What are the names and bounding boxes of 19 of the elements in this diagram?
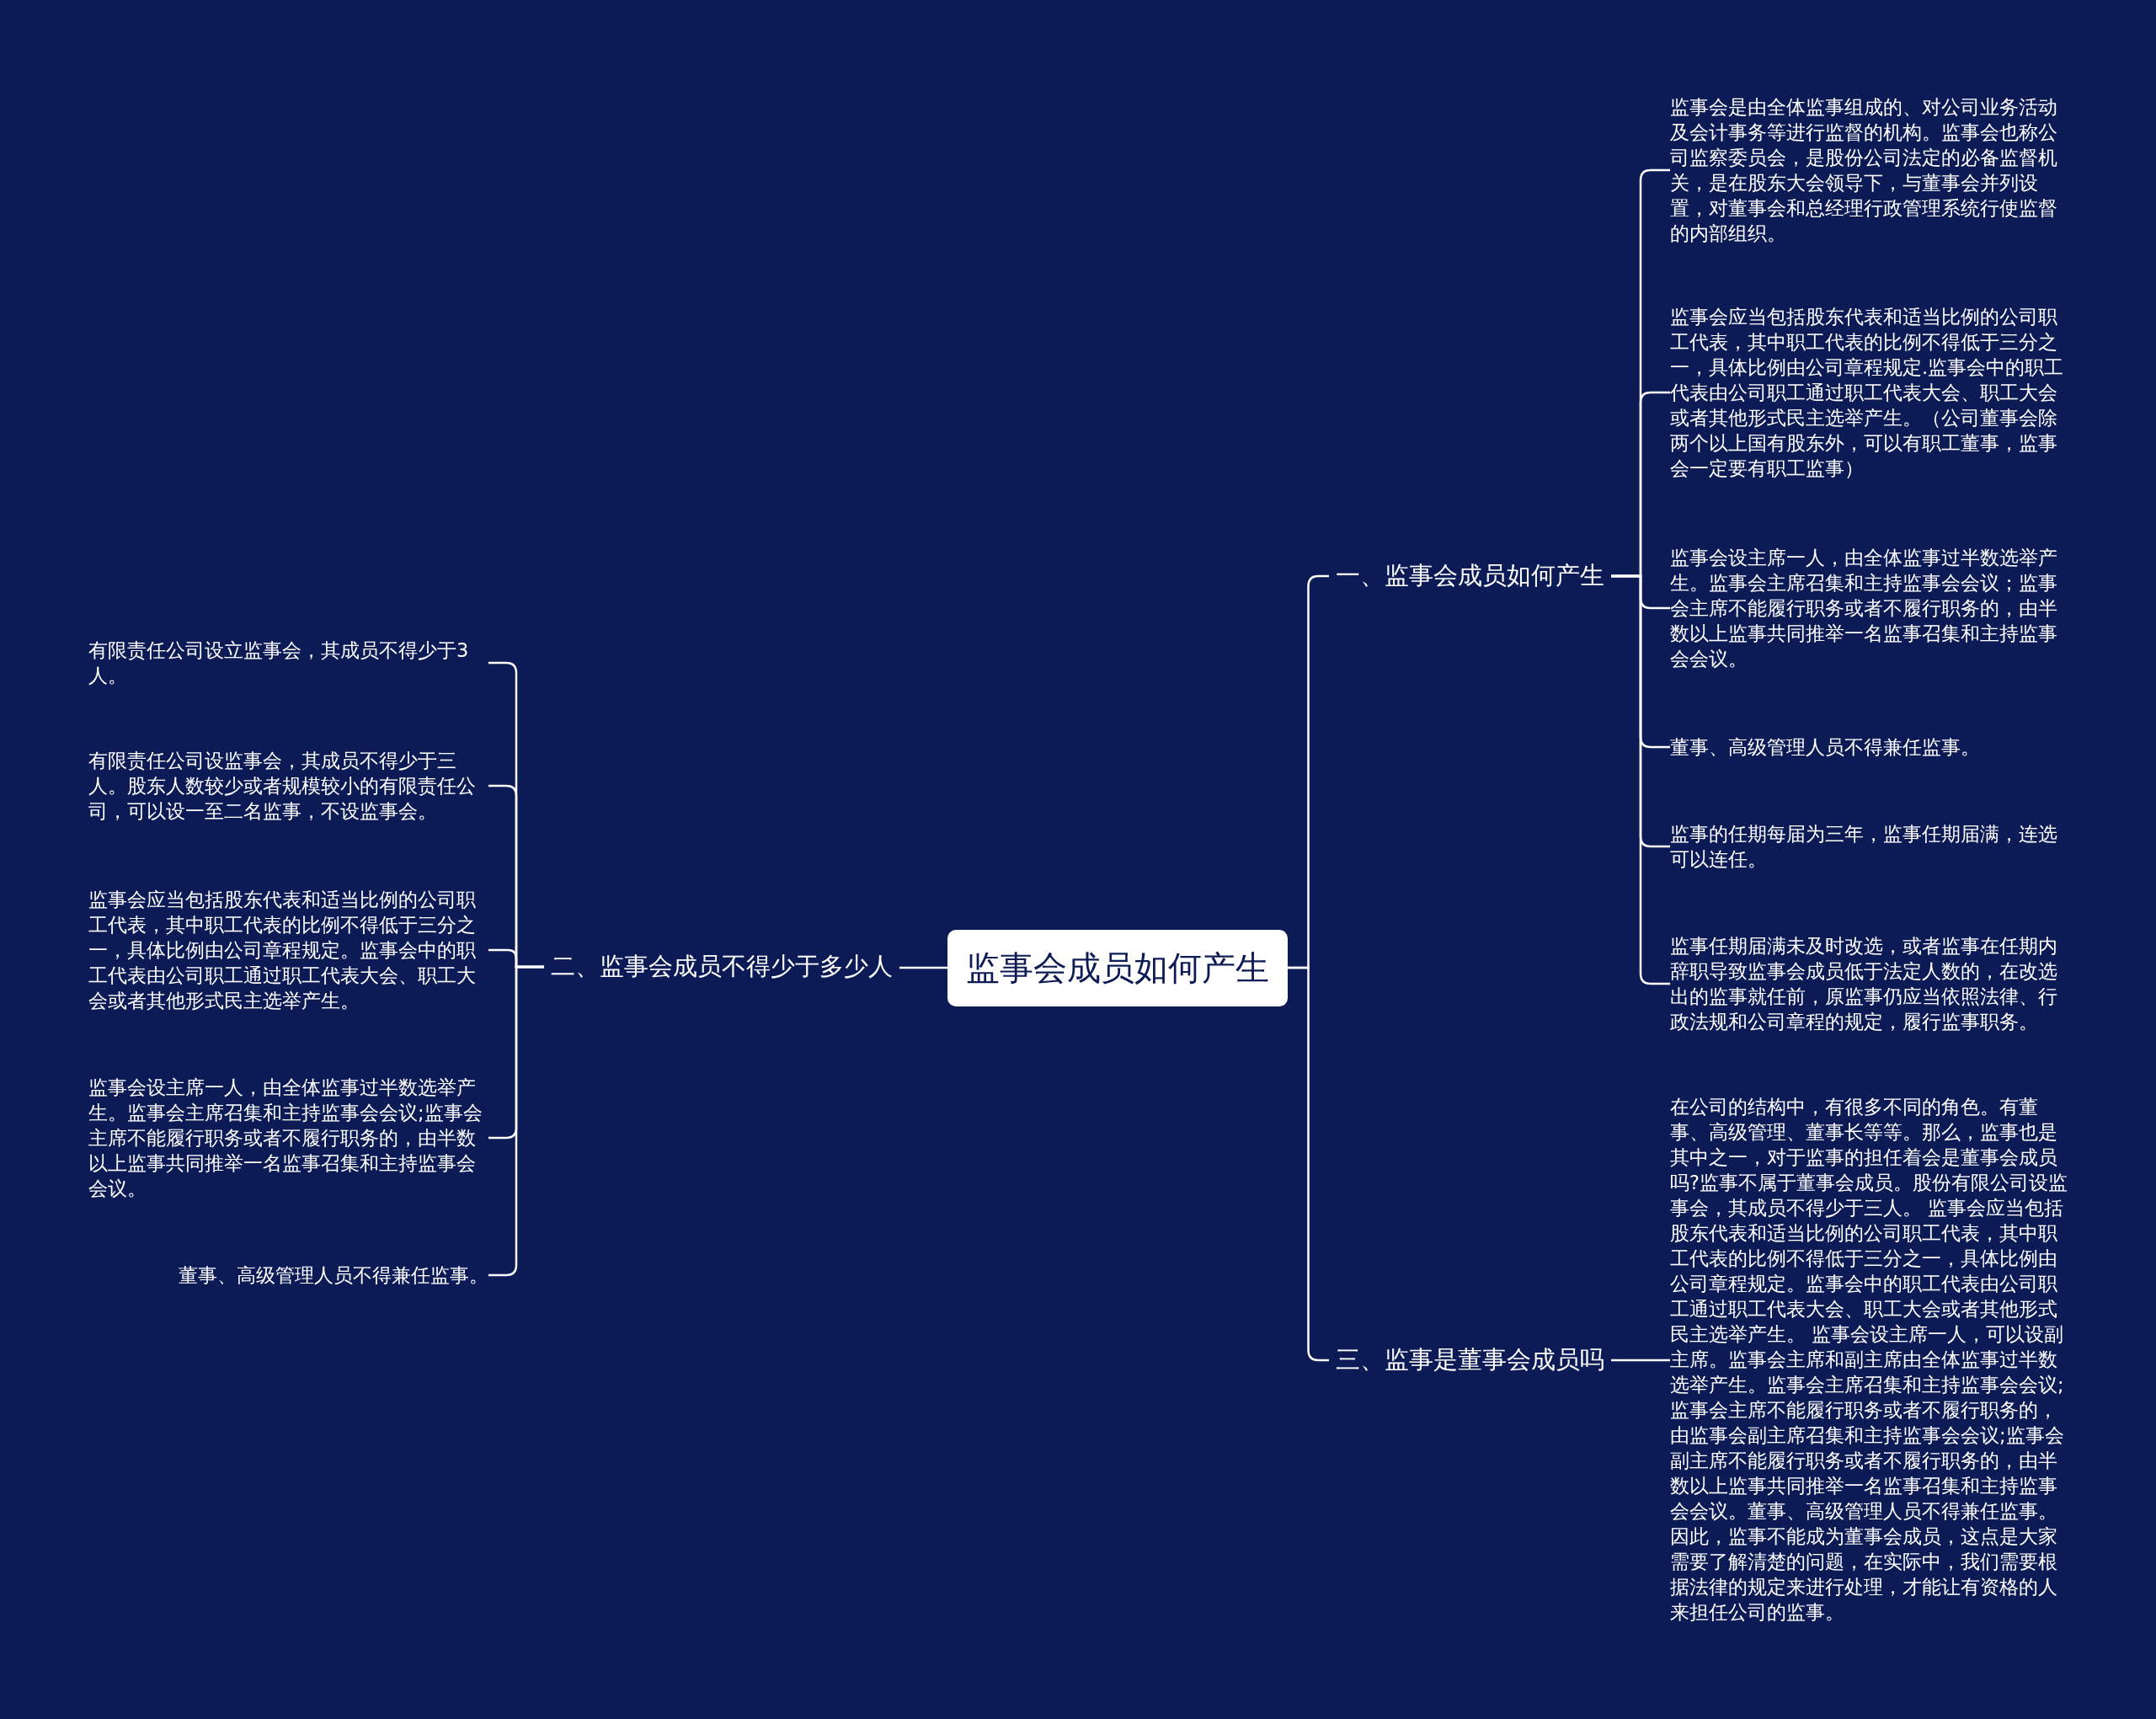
leaf-text: 董事、高级管理人员不得兼任监事。	[179, 1263, 488, 1288]
leaf-text: 监事的任期每届为三年，监事任期届满，连选可以连任。	[1670, 821, 2070, 872]
leaf-text: 监事会设主席一人，由全体监事过半数选举产生。监事会主席召集和主持监事会会议；监事会主席不能履行职务或者不履行职务的，由半数以上监事共同推举一名监事召集和主持监事会会议。	[1670, 545, 2070, 671]
root-topic-box: 监事会成员如何产生	[947, 929, 1288, 1006]
leaf-text: 有限责任公司设监事会，其成员不得少于三人。股东人数较少或者规模较小的有限责任公司，可以设一至二名监事，不设监事会。	[88, 748, 488, 824]
leaf-text: 在公司的结构中，有很多不同的角色。有董事、高级管理、董事长等等。那么，监事也是其中之一，对于监事的担任着会是董事会成员吗?监事不属于董事会成员。股份有限公司设监事会，其成员不得少于三人。 监事会应当包括股东代表和适当比例的公司职工代表，其中职工代表的比例不得低于三分之一，具体比例由公司章程规定。监事会中的职工代表由公司职工通过职工代表大会、职工大会或者其他形式民主选举产生。 监事会设主席一人，可以设副主席。监事会主席和副主席由全体监事过半数选举产生。监事会主席召集和主持监事会会议;监事会主席不能履行职务或者不履行职务的，由监事会副主席召集和主持监事会会议;监事会副主席不能履行职务或者不履行职务的，由半数以上监事共同推举一名监事召集和主持监事会会议。董事、高级管理人员不得兼任监事。因此，监事不能成为董事会成员，这点是大家需要了解清楚的问题，在实际中，我们需要根据法律的规定来进行处理，才能让有资格的人来担任公司的监事。	[1670, 1094, 2070, 1625]
leaf-text: 监事会是由全体监事组成的、对公司业务活动及会计事务等进行监督的机构。监事会也称公司监察委员会，是股份公司法定的必备监督机关，是在股东大会领导下，与董事会并列设置，对董事会和总经理行政管理系统行使监督的内部组织。	[1670, 94, 2070, 246]
leaf-text: 监事会应当包括股东代表和适当比例的公司职工代表，其中职工代表的比例不得低于三分之一，具体比例由公司章程规定.监事会中的职工代表由公司职工通过职工代表大会、职工大会或者其他形式民主选举产生。（公司董事会除两个以上国有股东外，可以有职工董事，监事会一定要有职工监事）	[1670, 304, 2070, 481]
branch-topic: 一、监事会成员如何产生	[1329, 554, 1611, 598]
leaf-text: 监事会设主席一人，由全体监事过半数选举产生。监事会主席召集和主持监事会会议;监事会主席不能履行职务或者不履行职务的，由半数以上监事共同推举一名监事召集和主持监事会会议。	[88, 1075, 488, 1201]
leaf-text: 监事会应当包括股东代表和适当比例的公司职工代表，其中职工代表的比例不得低于三分之一，具体比例由公司章程规定。监事会中的职工代表由公司职工通过职工代表大会、职工大会或者其他形式民主选举产生。	[88, 887, 488, 1013]
connector-line	[1611, 574, 1670, 985]
branch-topic: 三、监事是董事会成员吗	[1329, 1338, 1611, 1382]
connector-line	[899, 966, 947, 969]
branch-topic: 二、监事会成员不得少于多少人	[544, 945, 899, 989]
leaf-text: 董事、高级管理人员不得兼任监事。	[1670, 734, 1980, 760]
leaf-text: 监事任期届满未及时改选，或者监事在任期内辞职导致监事会成员低于法定人数的，在改选出的监事就任前，原监事仍应当依照法律、行政法规和公司章程的规定，履行监事职务。	[1670, 933, 2070, 1034]
connector-line	[1611, 1359, 1670, 1362]
leaf-text: 有限责任公司设立监事会，其成员不得少于3人。	[88, 638, 488, 688]
